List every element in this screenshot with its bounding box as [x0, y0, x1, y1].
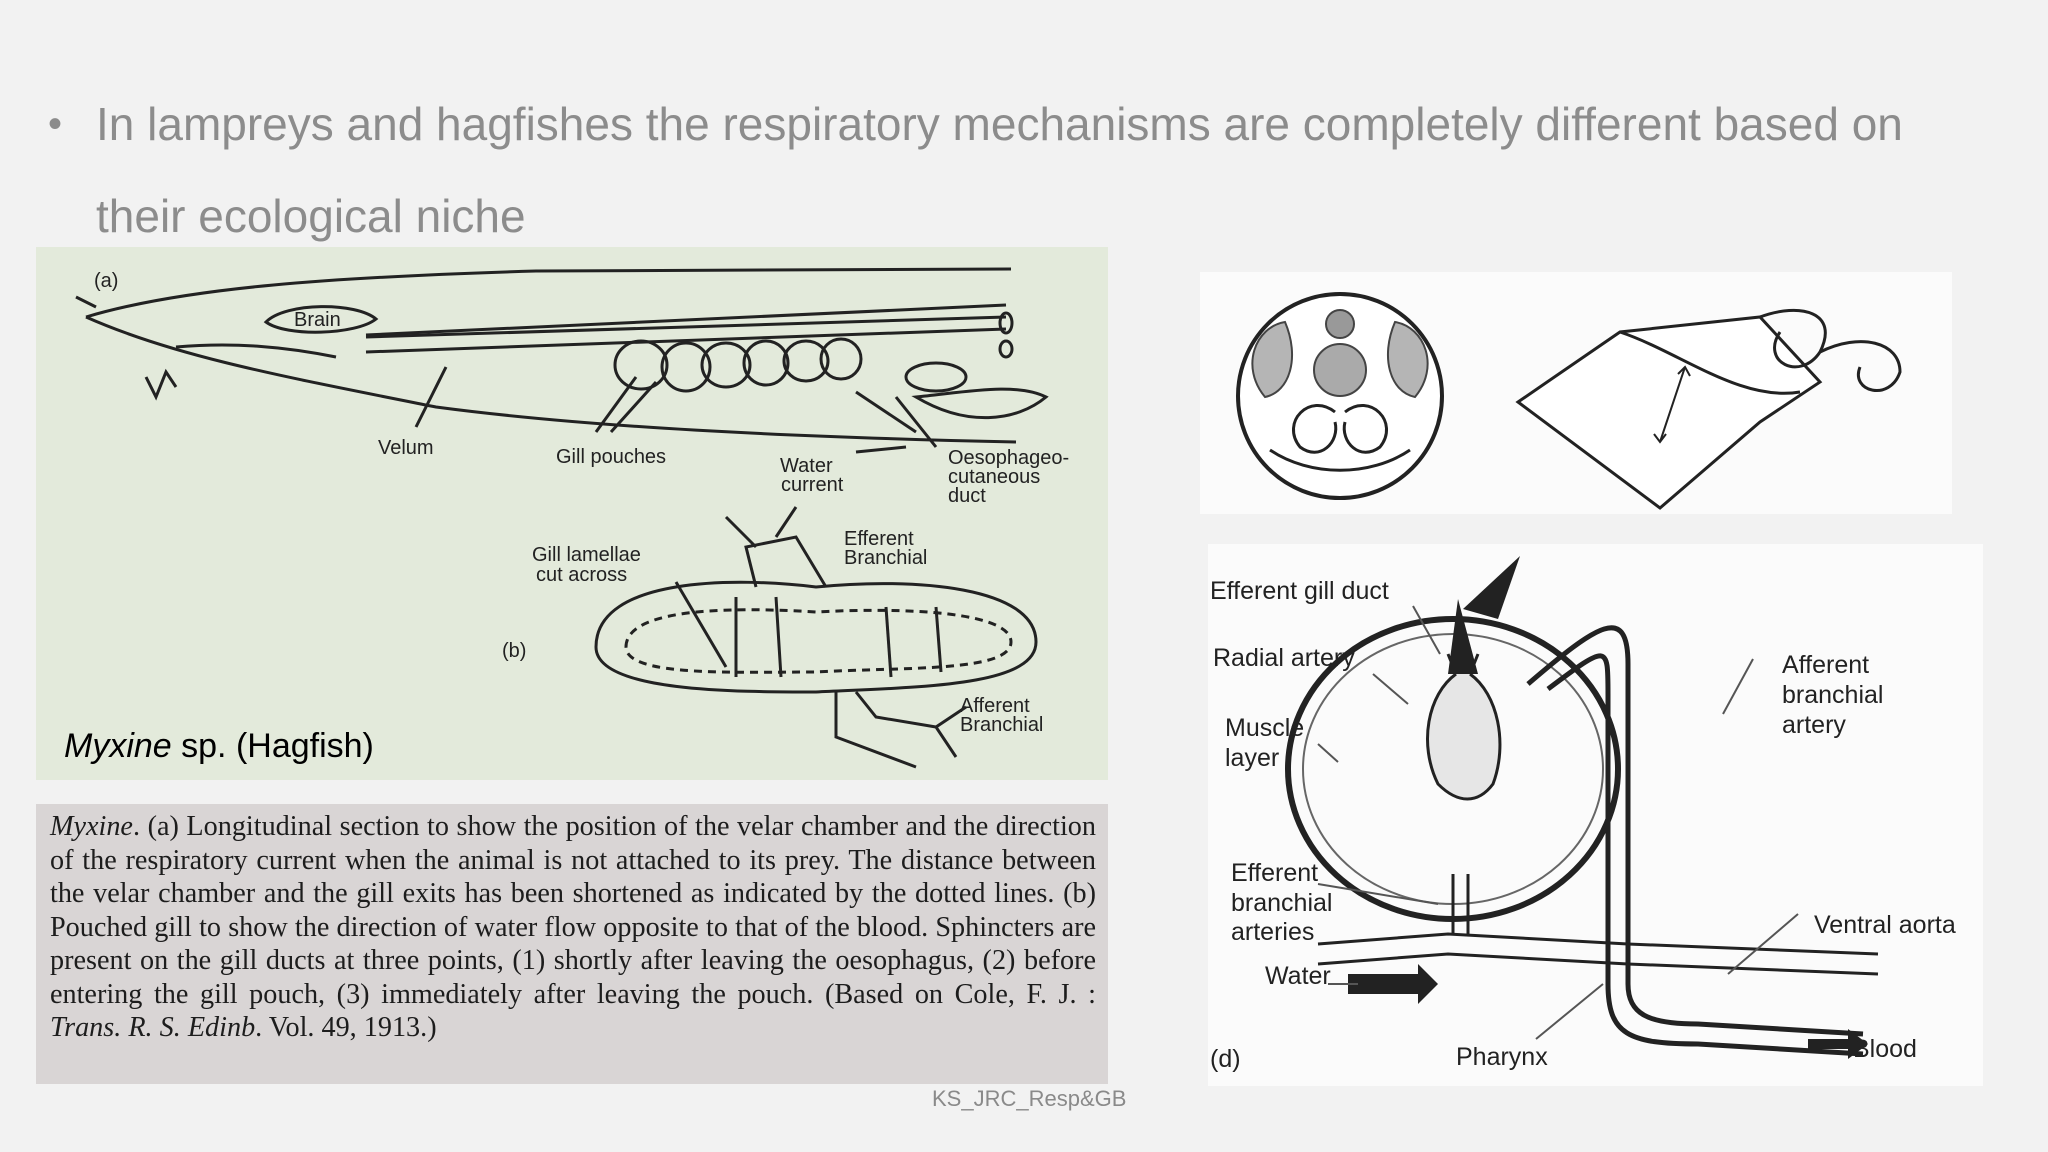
hagfish-diagram-panel: (a) Brain Velum Gill pouches Water curre…	[36, 247, 1108, 780]
hagfish-diagram: (a) Brain Velum Gill pouches Water curre…	[75, 267, 1069, 769]
gill-cross-section-panel	[1200, 272, 1952, 514]
bullet-text: In lampreys and hagfishes the respirator…	[96, 98, 1903, 242]
caption-journal: Trans. R. S. Edinb	[50, 1012, 256, 1043]
slide-footer: KS_JRC_Resp&GB	[932, 1086, 1127, 1111]
label-water: Water	[1265, 962, 1331, 990]
label-efferent-branchial-3: arteries	[1231, 918, 1314, 946]
gill-pouch-diagram-panel: Efferent gill duct Radial artery Muscle …	[1208, 544, 1983, 1086]
label-velum: Velum	[378, 437, 434, 459]
label-afferent-2: Branchial	[960, 714, 1043, 736]
label-efferent-1: Efferent	[844, 528, 914, 550]
panel-a-label: (a)	[94, 270, 118, 292]
hagfish-caption: Myxine sp. (Hagfish)	[64, 727, 374, 766]
label-gill-pouches: Gill pouches	[556, 446, 666, 468]
caption-part-1: . (a) Longitudinal section to show the p…	[50, 811, 1096, 1010]
caption-genus: Myxine	[50, 811, 133, 842]
figure-caption-text: Myxine. (a) Longitudinal section to show…	[50, 810, 1096, 1045]
label-muscle-1: Muscle	[1225, 714, 1304, 742]
gill-pouch-diagram: Efferent gill duct Radial artery Muscle …	[1210, 556, 1956, 1073]
body-ventral-line	[85, 315, 1017, 444]
label-afferent-1: Afferent	[960, 695, 1030, 717]
label-water-current-1: Water	[780, 455, 833, 477]
label-ventral-aorta: Ventral aorta	[1814, 911, 1956, 939]
bullet-dot-icon: •	[48, 102, 63, 146]
label-brain: Brain	[294, 309, 341, 331]
bullet-point: • In lampreys and hagfishes the respirat…	[48, 78, 1948, 262]
label-afferent-3: artery	[1782, 711, 1846, 739]
label-afferent-2: branchial	[1782, 681, 1883, 709]
hagfish-caption-rest: sp. (Hagfish)	[171, 727, 374, 765]
figure-caption-panel: Myxine. (a) Longitudinal section to show…	[36, 804, 1108, 1084]
gill-pouch-1	[613, 339, 669, 391]
label-water-current-2: current	[781, 474, 844, 496]
label-gill-lamellae-1: Gill lamellae	[532, 544, 641, 566]
panel-b-label: (b)	[502, 640, 526, 662]
caption-part-2: . Vol. 49, 1913.)	[255, 1012, 437, 1043]
label-efferent-gill-duct: Efferent gill duct	[1210, 577, 1389, 605]
label-pharynx: Pharynx	[1456, 1043, 1548, 1071]
gill-cross-section-drawing	[1236, 292, 1902, 510]
label-efferent-2: Branchial	[844, 547, 927, 569]
brain-shape	[263, 305, 379, 334]
panel-d-label: (d)	[1210, 1045, 1241, 1073]
label-oesophageo-3: duct	[948, 485, 986, 507]
label-efferent-branchial-1: Efferent	[1231, 859, 1318, 887]
label-afferent-1: Afferent	[1782, 651, 1869, 679]
label-radial-artery: Radial artery	[1213, 644, 1355, 672]
gill-pouch-section	[594, 580, 1038, 694]
label-oesophageo-2: cutaneous	[948, 466, 1040, 488]
label-muscle-2: layer	[1225, 744, 1279, 772]
label-gill-lamellae-2: cut across	[536, 564, 627, 586]
body-dorsal-line	[85, 267, 1012, 319]
label-oesophageo-1: Oesophageo-	[948, 447, 1069, 469]
label-blood: Blood	[1853, 1035, 1917, 1063]
label-efferent-branchial-2: branchial	[1231, 889, 1332, 917]
hagfish-genus: Myxine	[64, 727, 172, 765]
